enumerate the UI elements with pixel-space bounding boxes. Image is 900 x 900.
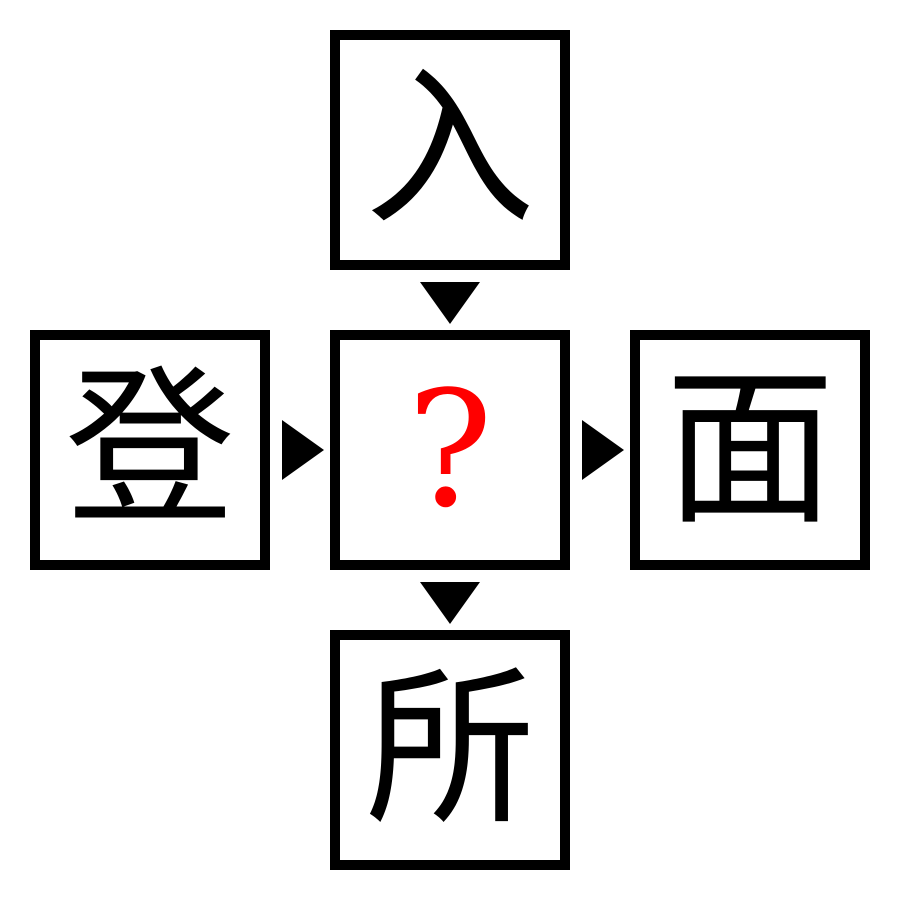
right-kanji: 面: [664, 351, 835, 549]
arrow-right-left-icon: [282, 420, 324, 480]
left-tile: 登: [30, 330, 270, 570]
top-tile: 入: [330, 30, 570, 270]
bottom-kanji: 所: [364, 651, 535, 849]
bottom-tile: 所: [330, 630, 570, 870]
right-tile: 面: [630, 330, 870, 570]
left-kanji: 登: [64, 351, 235, 549]
arrow-down-top-icon: [420, 282, 480, 324]
question-mark: ?: [407, 356, 493, 543]
center-answer-tile[interactable]: ?: [330, 330, 570, 570]
top-kanji: 入: [364, 51, 535, 249]
arrow-down-center-icon: [420, 582, 480, 624]
arrow-right-center-icon: [582, 420, 624, 480]
